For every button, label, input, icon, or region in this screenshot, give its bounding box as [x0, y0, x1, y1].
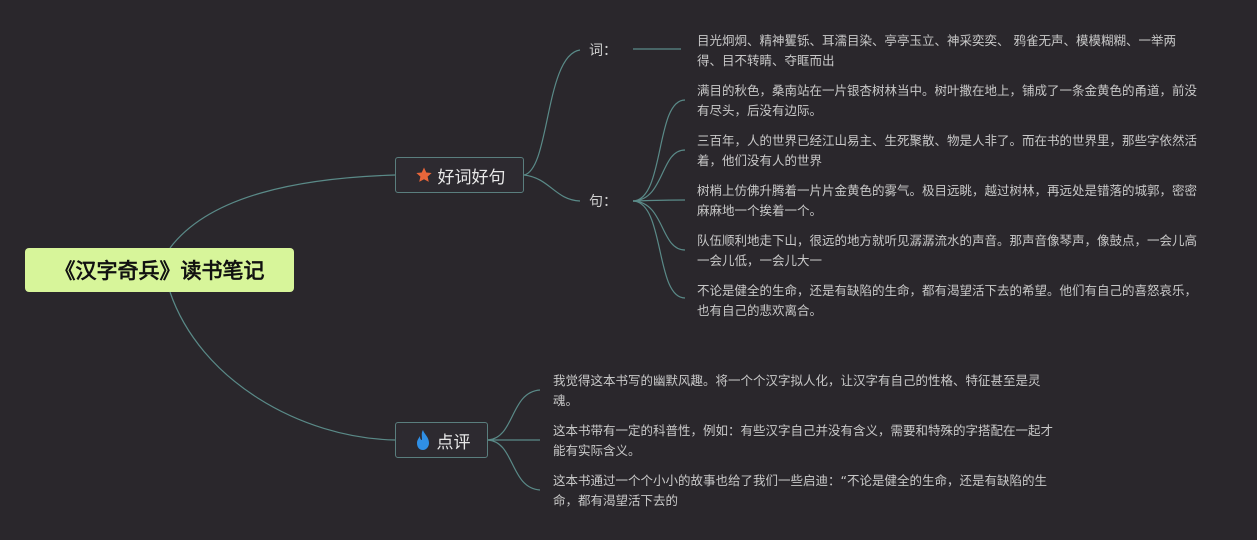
leaf-review[interactable]: 这本书带有一定的科普性，例如：有些汉字自己并没有含义，需要和特殊的字搭配在一起才… [553, 423, 1054, 458]
leaf-sentence[interactable]: 不论是健全的生命，还是有缺陷的生命，都有渴望活下去的希望。他们有自己的喜怒哀乐，… [697, 283, 1198, 318]
sub-topic-sentences[interactable]: 句： [589, 194, 617, 210]
leaf-review[interactable]: 这本书通过一个个小小的故事也给了我们一些启迪：“不论是健全的生命，还是有缺陷的生… [553, 473, 1047, 508]
sub-topic-words[interactable]: 词： [589, 43, 617, 59]
leaf-sentence[interactable]: 满目的秋色，桑南站在一片银杏树林当中。树叶撒在地上，铺成了一条金黄色的甬道，前没… [697, 83, 1198, 118]
branch-good-words[interactable]: 好词好句 [395, 157, 524, 193]
star-icon [414, 165, 434, 185]
leaf-sentence[interactable]: 队伍顺利地走下山，很远的地方就听见潺潺流水的声音。那声音像琴声，像鼓点，一会儿高… [697, 233, 1198, 268]
leaf-sentence[interactable]: 树梢上仿佛升腾着一片片金黄色的雾气。极目远眺，越过树林，再远处是错落的城郭，密密… [697, 183, 1198, 218]
branch-review-label: 点评 [436, 432, 471, 453]
root-topic[interactable]: 《汉字奇兵》读书笔记 [25, 248, 294, 292]
leaf-sentence[interactable]: 三百年，人的世界已经江山易主、生死聚散、物是人非了。而在书的世界里，那些字依然活… [697, 133, 1198, 168]
leaf-review[interactable]: 我觉得这本书写的幽默风趣。将一个个汉字拟人化，让汉字有自己的性格、特征甚至是灵魂… [553, 373, 1041, 408]
branch-good-label: 好词好句 [437, 167, 506, 188]
leaf-words[interactable]: 目光炯炯、精神矍铄、耳濡目染、亭亭玉立、神采奕奕、 鸦雀无声、模模糊糊、一举两得… [697, 33, 1176, 68]
root-title: 《汉字奇兵》读书笔记 [54, 259, 265, 283]
fire-icon [413, 430, 433, 450]
branch-review[interactable]: 点评 [395, 422, 488, 458]
